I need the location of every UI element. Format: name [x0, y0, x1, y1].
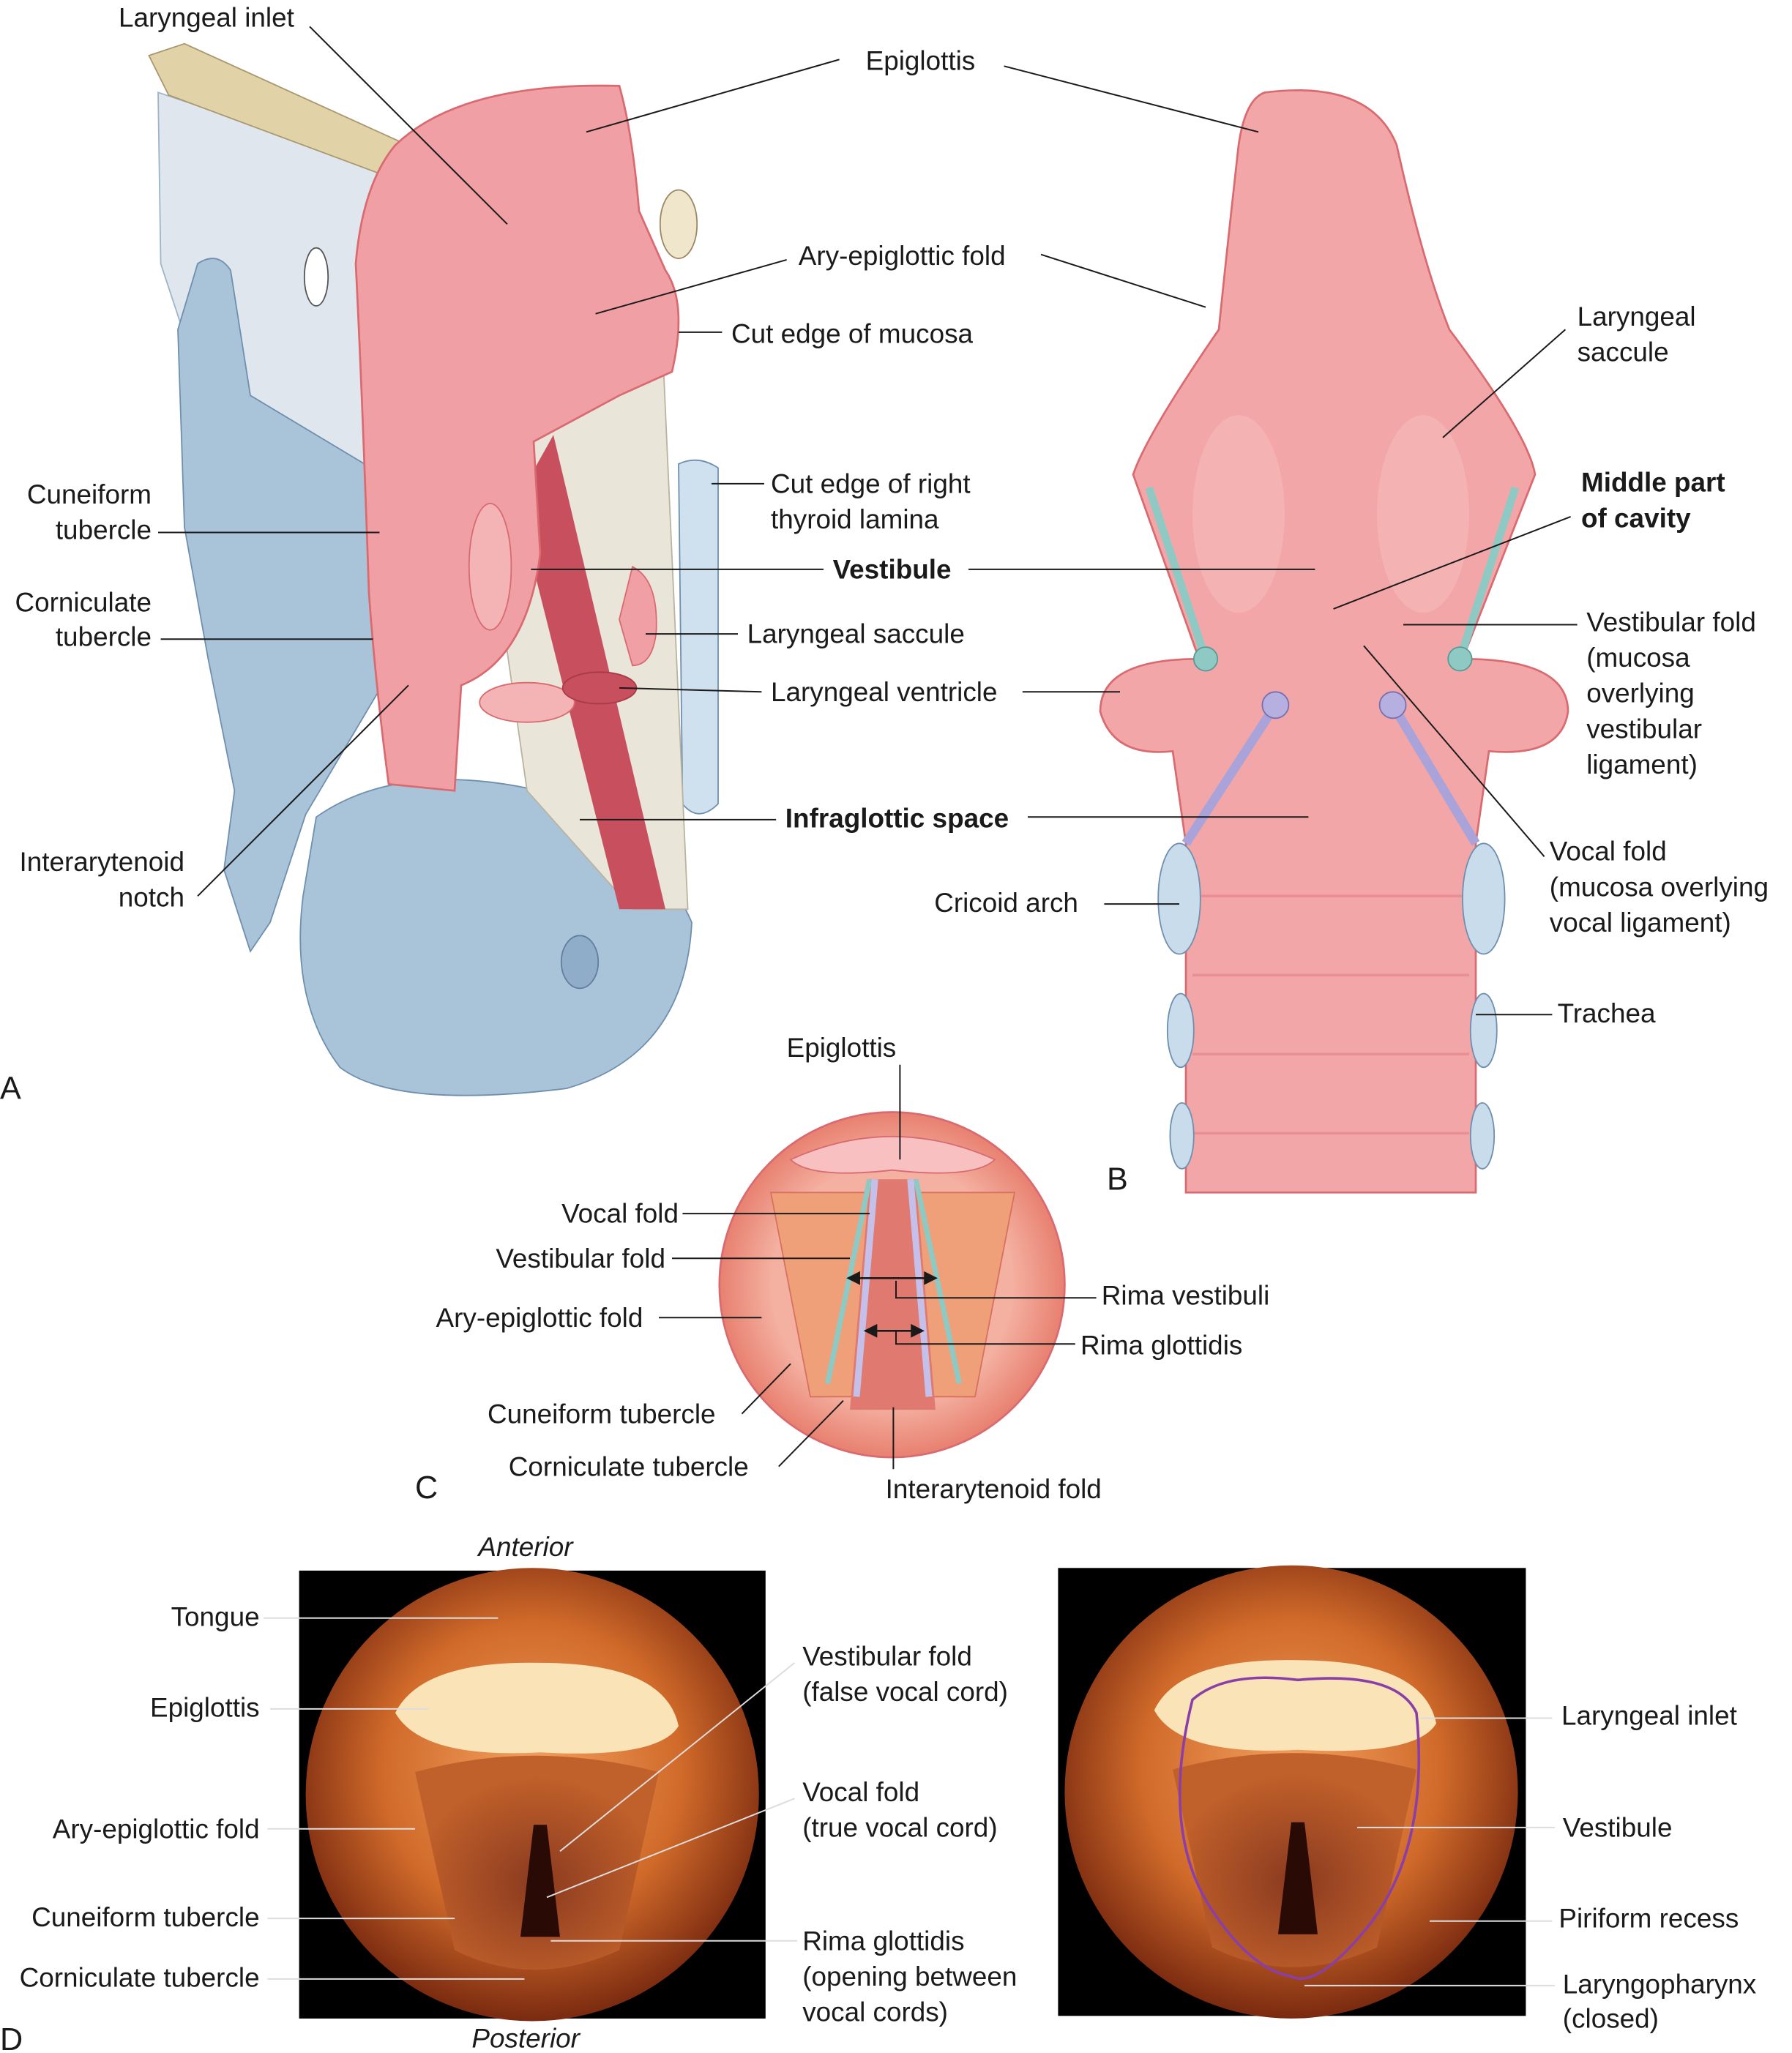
label-laryngeal-saccule-b-1: Laryngeal [1578, 302, 1696, 332]
vestibular-ligament-left [1145, 486, 1210, 660]
label-tongue: Tongue [171, 1602, 260, 1632]
label-vocal-fold-b-3: vocal ligament) [1550, 908, 1731, 938]
panel-letter-d: D [0, 2022, 23, 2053]
label-vestibular-fold-b-1: Vestibular fold [1586, 607, 1756, 637]
panel-letter-a: A [0, 1072, 21, 1107]
label-vestibular-fold-b-2: (mucosa [1586, 643, 1690, 673]
right-thyroid-lamina-edge [678, 459, 719, 815]
thyroid-cartilage [177, 258, 383, 953]
label-vocal-fold-b-1: Vocal fold [1550, 837, 1667, 867]
label-laryngeal-saccule-b-2: saccule [1578, 337, 1669, 367]
label-rima-glottidis-d-2: (opening between [802, 1962, 1017, 1992]
label-anterior: Anterior [477, 1532, 574, 1562]
label-trachea: Trachea [1558, 998, 1656, 1028]
label-cuneiform-a-1: Cuneiform [27, 479, 152, 509]
label-interarytenoid-notch-1: Interarytenoid [20, 847, 184, 877]
label-interarytenoid-notch-2: notch [119, 883, 184, 913]
panel-a-illustration [148, 42, 719, 1096]
label-vestibule-d: Vestibule [1563, 1813, 1673, 1843]
label-cut-edge-thyroid-2: thyroid lamina [771, 504, 939, 534]
label-corniculate-d: Corniculate tubercle [20, 1963, 260, 1993]
label-corniculate-a-2: tubercle [56, 621, 152, 651]
label-ary-epiglottic-fold-d: Ary-epiglottic fold [53, 1814, 260, 1844]
label-laryngopharynx-1: Laryngopharynx [1563, 1970, 1757, 2000]
label-laryngeal-inlet-d: Laryngeal inlet [1561, 1701, 1737, 1731]
panel-c-illustration [718, 1111, 1066, 1459]
label-cuneiform-c: Cuneiform tubercle [488, 1399, 716, 1429]
label-epiglottis-c: Epiglottis [787, 1033, 897, 1063]
hyoid-end [659, 189, 698, 259]
vocal-ligament-right [1389, 703, 1480, 846]
cavity-coronal [1099, 89, 1569, 1194]
label-infraglottic-space: Infraglottic space [785, 804, 1009, 834]
saccule-a [619, 565, 657, 667]
label-vestibular-fold-b-3: overlying [1586, 678, 1695, 708]
epiglottis-c [789, 1135, 996, 1174]
label-corniculate-c: Corniculate tubercle [509, 1451, 749, 1481]
label-vocal-fold-c: Vocal fold [561, 1199, 679, 1229]
label-laryngeal-saccule-a: Laryngeal saccule [747, 619, 965, 649]
label-vestibular-fold-b-5: ligament) [1586, 749, 1698, 779]
label-rima-vestibuli: Rima vestibuli [1102, 1280, 1270, 1310]
label-interarytenoid-fold: Interarytenoid fold [886, 1474, 1102, 1504]
label-cuneiform-a-2: tubercle [56, 515, 152, 545]
label-epiglottis-d: Epiglottis [150, 1693, 260, 1723]
saccule-left-b [1192, 415, 1285, 613]
label-rima-glottidis-c: Rima glottidis [1080, 1331, 1242, 1361]
cartilage-rings [1157, 842, 1506, 1170]
label-cut-edge-thyroid-1: Cut edge of right [771, 469, 971, 499]
panel-letter-b: B [1107, 1162, 1128, 1197]
label-vestibular-fold-d-1: Vestibular fold [802, 1642, 972, 1672]
cuneiform-tubercle-shape [468, 503, 512, 631]
panel-letter-c: C [415, 1470, 438, 1506]
vestibular-ligament-right [1456, 486, 1520, 660]
membrane-foramen [303, 247, 329, 307]
label-vestibular-fold-b-4: vestibular [1586, 714, 1702, 744]
label-vestibular-fold-d-2: (false vocal cord) [802, 1677, 1008, 1707]
label-vestibule: Vestibule [833, 555, 952, 585]
label-corniculate-a-1: Corniculate [15, 588, 152, 618]
label-cut-edge-mucosa: Cut edge of mucosa [731, 318, 974, 348]
label-cricoid-arch: Cricoid arch [934, 888, 1078, 918]
label-vocal-fold-d-1: Vocal fold [802, 1777, 919, 1807]
label-laryngeal-ventricle: Laryngeal ventricle [771, 677, 998, 707]
label-vestibular-fold-c: Vestibular fold [496, 1244, 665, 1274]
label-vocal-fold-b-2: (mucosa overlying [1550, 872, 1769, 902]
saccule-right-b [1377, 415, 1469, 613]
label-ary-epiglottic-fold: Ary-epiglottic fold [799, 241, 1006, 271]
label-middle-part-2: of cavity [1581, 503, 1691, 533]
label-piriform-recess: Piriform recess [1558, 1904, 1739, 1934]
label-rima-glottidis-d-1: Rima glottidis [802, 1926, 964, 1956]
label-rima-glottidis-d-3: vocal cords) [802, 1997, 948, 2027]
label-vocal-fold-d-2: (true vocal cord) [802, 1813, 997, 1843]
vocal-fold-a [479, 681, 575, 723]
label-epiglottis: Epiglottis [866, 46, 976, 76]
vocal-ligament-left [1181, 702, 1280, 846]
label-middle-part-1: Middle part [1581, 468, 1725, 498]
label-laryngopharynx-2: (closed) [1563, 2004, 1659, 2034]
cricoid-facet [560, 935, 600, 990]
label-ary-epiglottic-fold-c: Ary-epiglottic fold [436, 1303, 643, 1333]
panel-d-photo-left [299, 1568, 766, 2022]
laryngeal-inlet-outline [1178, 1676, 1421, 1981]
leader-lines [158, 26, 1578, 1986]
label-posterior: Posterior [471, 2024, 580, 2053]
label-cuneiform-d: Cuneiform tubercle [31, 1902, 260, 1932]
epiglottis-shape-a [354, 84, 680, 792]
label-laryngeal-inlet-a: Laryngeal inlet [119, 2, 294, 32]
dimension-arrows [846, 1271, 938, 1338]
panel-b-illustration [1099, 89, 1569, 1194]
panel-d-photo-right [1058, 1565, 1526, 2019]
